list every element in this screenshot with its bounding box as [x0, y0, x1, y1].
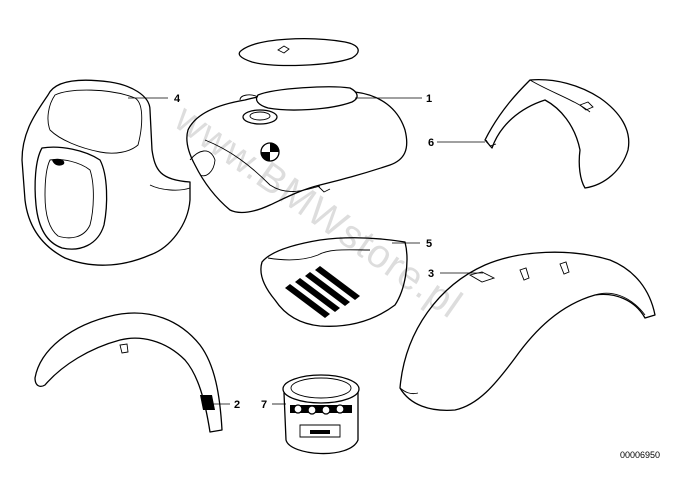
callout-2: 2 [234, 399, 240, 411]
paint-tin-part [282, 374, 360, 455]
fuel-tank-part [186, 86, 408, 214]
tail-cowl-part [484, 79, 630, 189]
side-cover-part [260, 237, 408, 327]
front-mudguard-part [34, 312, 223, 433]
callout-5: 5 [426, 238, 432, 250]
tank-cover-part [238, 38, 359, 67]
callout-4: 4 [174, 93, 181, 105]
callout-1: 1 [426, 93, 432, 105]
callout-6: 6 [428, 137, 434, 149]
callout-3: 3 [428, 268, 434, 280]
rear-mudguard-part [399, 251, 656, 411]
headlight-fairing-part [21, 79, 191, 266]
callout-7: 7 [261, 399, 267, 411]
drawing-number: 00006950 [620, 450, 660, 460]
